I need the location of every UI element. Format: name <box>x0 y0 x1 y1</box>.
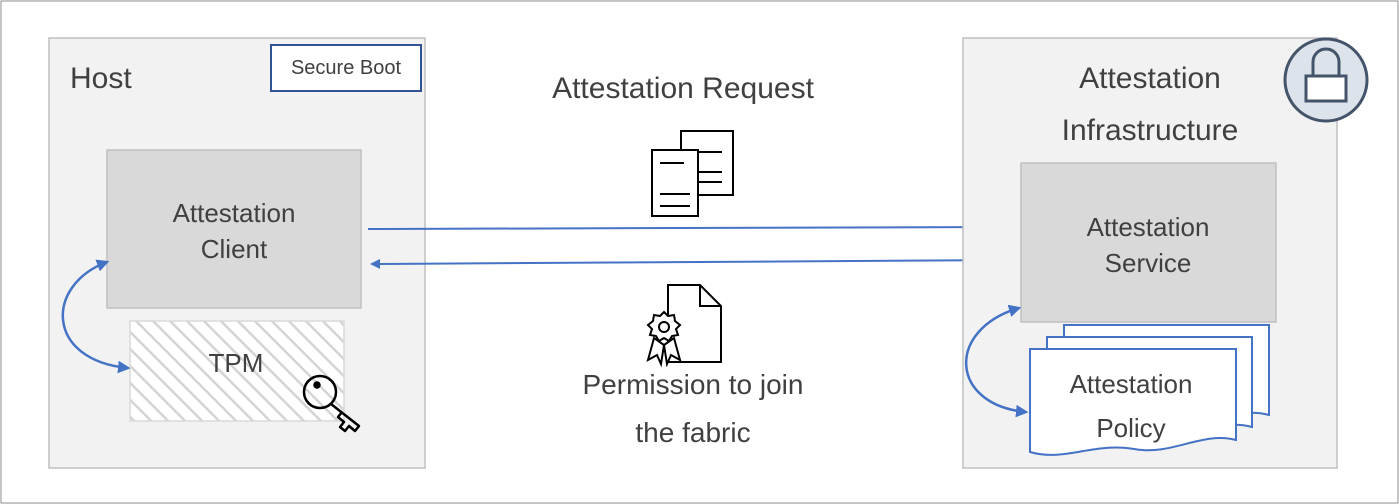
service-policy-arrow <box>965 304 1029 418</box>
request-arrow <box>367 222 1014 233</box>
secure-boot-box <box>270 44 422 92</box>
key-icon <box>302 374 361 433</box>
infrastructure-title-line2: Infrastructure <box>1062 114 1239 147</box>
tpm-label: TPM <box>209 348 264 378</box>
lock-icon <box>1283 37 1369 123</box>
infrastructure-title-line1: Attestation <box>1079 62 1221 95</box>
permission-label-line2: the fabric <box>635 417 750 448</box>
attestation-client-label-line1: Attestation <box>173 198 296 228</box>
policy-page-front <box>1029 348 1237 456</box>
attestation-policy-label-line1: Attestation <box>1070 369 1193 399</box>
attestation-client-label-line2: Client <box>201 234 268 264</box>
attestation-policy-stack <box>1029 324 1270 456</box>
attestation-policy-label-line2: Policy <box>1096 413 1165 443</box>
attestation-client-box <box>106 149 362 309</box>
attestation-service-label-line2: Service <box>1105 248 1192 278</box>
response-arrow <box>370 258 1017 269</box>
host-title: Host <box>70 62 132 95</box>
attestation-service-label-line1: Attestation <box>1087 212 1210 242</box>
certificate-icon <box>646 284 722 368</box>
secure-boot-label: Secure Boot <box>291 57 402 79</box>
attestation-request-label: Attestation Request <box>552 72 814 105</box>
documents-icon <box>651 130 734 217</box>
attestation-service-box <box>1020 162 1277 323</box>
client-tpm-arrow <box>61 259 131 374</box>
permission-label-line1: Permission to join <box>583 369 804 400</box>
